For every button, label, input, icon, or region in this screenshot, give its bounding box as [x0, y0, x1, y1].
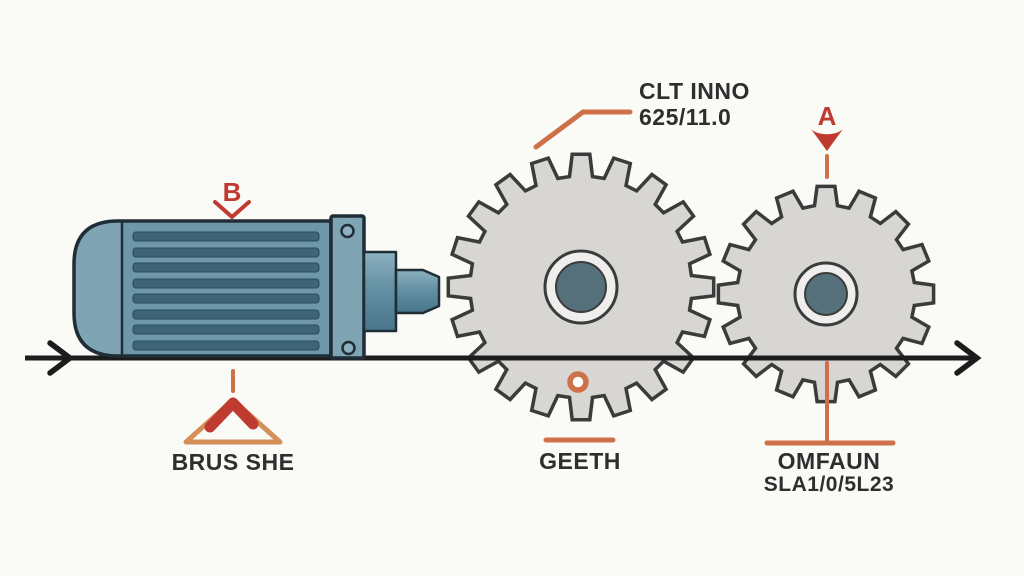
motor-fin — [132, 247, 320, 258]
small-gear-label-line1: OMFAUN — [778, 448, 881, 474]
marker-a-letter: A — [818, 101, 837, 131]
triangle-apex-chevron-icon — [204, 397, 259, 433]
drive-axis — [25, 340, 982, 376]
electric-motor — [72, 214, 441, 360]
large-gear-label: GEETH — [539, 448, 621, 474]
large-gear-callout-line1: CLT INNO — [639, 78, 750, 104]
small-gear-callout: A OMFAUN SLA1/0/5L23 — [764, 101, 896, 496]
large-gear-hub — [555, 261, 607, 313]
motor-callout: BRUS SHE — [172, 369, 295, 475]
large-gear-callout-line2: 625/11.0 — [639, 104, 731, 130]
large-gear — [446, 152, 716, 422]
motor-screw-bottom-icon — [341, 340, 356, 356]
large-gear-leader-line — [533, 109, 633, 150]
motor-fin — [132, 231, 320, 242]
large-gear-callout: CLT INNO 625/11.0 GEETH — [533, 78, 750, 474]
marker-b-down-arrow-icon — [213, 200, 251, 219]
large-gear-point-marker-icon — [567, 371, 589, 393]
motor-fin — [132, 324, 320, 335]
motor-label: BRUS SHE — [172, 449, 295, 475]
motor-fin — [132, 262, 320, 273]
small-gear — [716, 184, 936, 404]
motor-fin — [132, 340, 320, 351]
motor-screw-top-icon — [340, 223, 355, 239]
small-gear-label-line2: SLA1/0/5L23 — [764, 473, 894, 496]
axis-arrow-left-icon — [47, 340, 75, 376]
marker-a-down-arrow-icon — [811, 129, 843, 151]
motor-cooling-fins — [132, 231, 320, 351]
motor-fin — [132, 293, 320, 304]
small-gear-hub — [804, 272, 848, 316]
motor-shaft-collar — [362, 250, 398, 333]
marker-b: B — [213, 177, 251, 219]
axis-arrow-right-icon — [954, 340, 982, 376]
marker-b-letter: B — [223, 177, 242, 207]
motor-fin — [132, 278, 320, 289]
motor-output-shaft — [394, 268, 441, 315]
motor-fin — [132, 309, 320, 320]
